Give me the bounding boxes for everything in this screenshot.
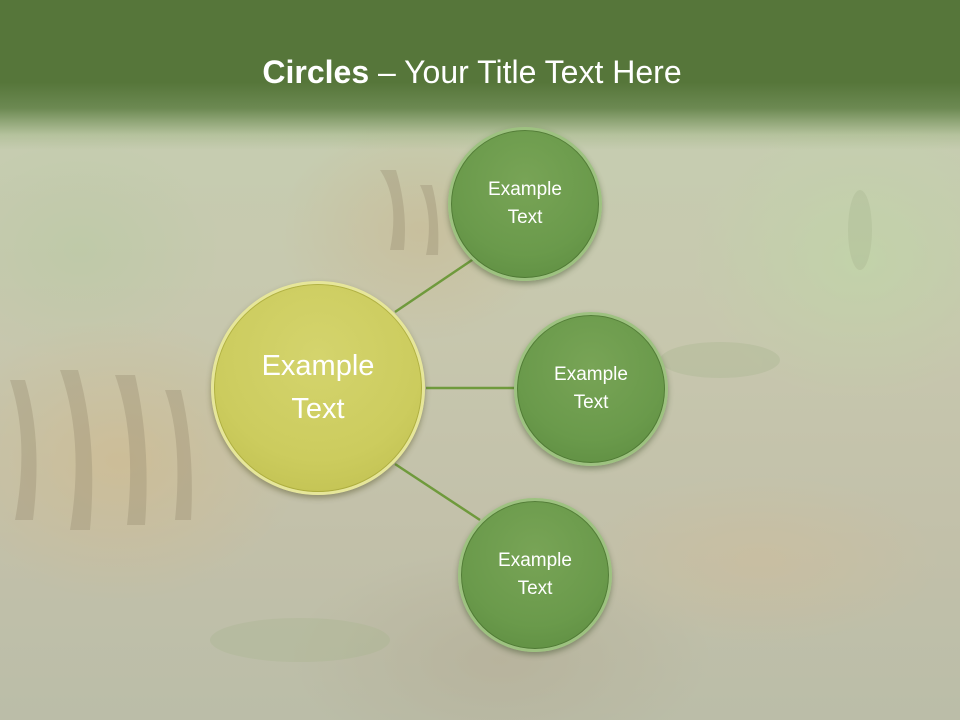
node-bottom-line1: Example <box>498 549 572 571</box>
title-rest: – Your Title Text Here <box>369 54 682 90</box>
center-circle-line2: Text <box>291 393 345 425</box>
node-circle-bottom[interactable]: Example Text <box>458 498 612 652</box>
connector-top <box>394 254 479 314</box>
node-circle-top[interactable]: Example Text <box>448 127 602 281</box>
node-bottom-line2: Text <box>517 578 553 599</box>
node-middle-line1: Example <box>554 363 628 385</box>
title-bold: Circles <box>262 54 370 90</box>
slide-title: Circles – Your Title Text Here <box>0 54 944 91</box>
node-circle-middle[interactable]: Example Text <box>514 312 668 466</box>
node-top-line2: Text <box>507 207 543 228</box>
connector-bottom <box>394 462 481 522</box>
center-circle-line1: Example <box>261 349 375 382</box>
node-top-line1: Example <box>488 178 562 200</box>
center-circle[interactable]: Example Text <box>211 281 425 495</box>
node-middle-line2: Text <box>573 392 609 413</box>
title-bar <box>0 0 960 150</box>
